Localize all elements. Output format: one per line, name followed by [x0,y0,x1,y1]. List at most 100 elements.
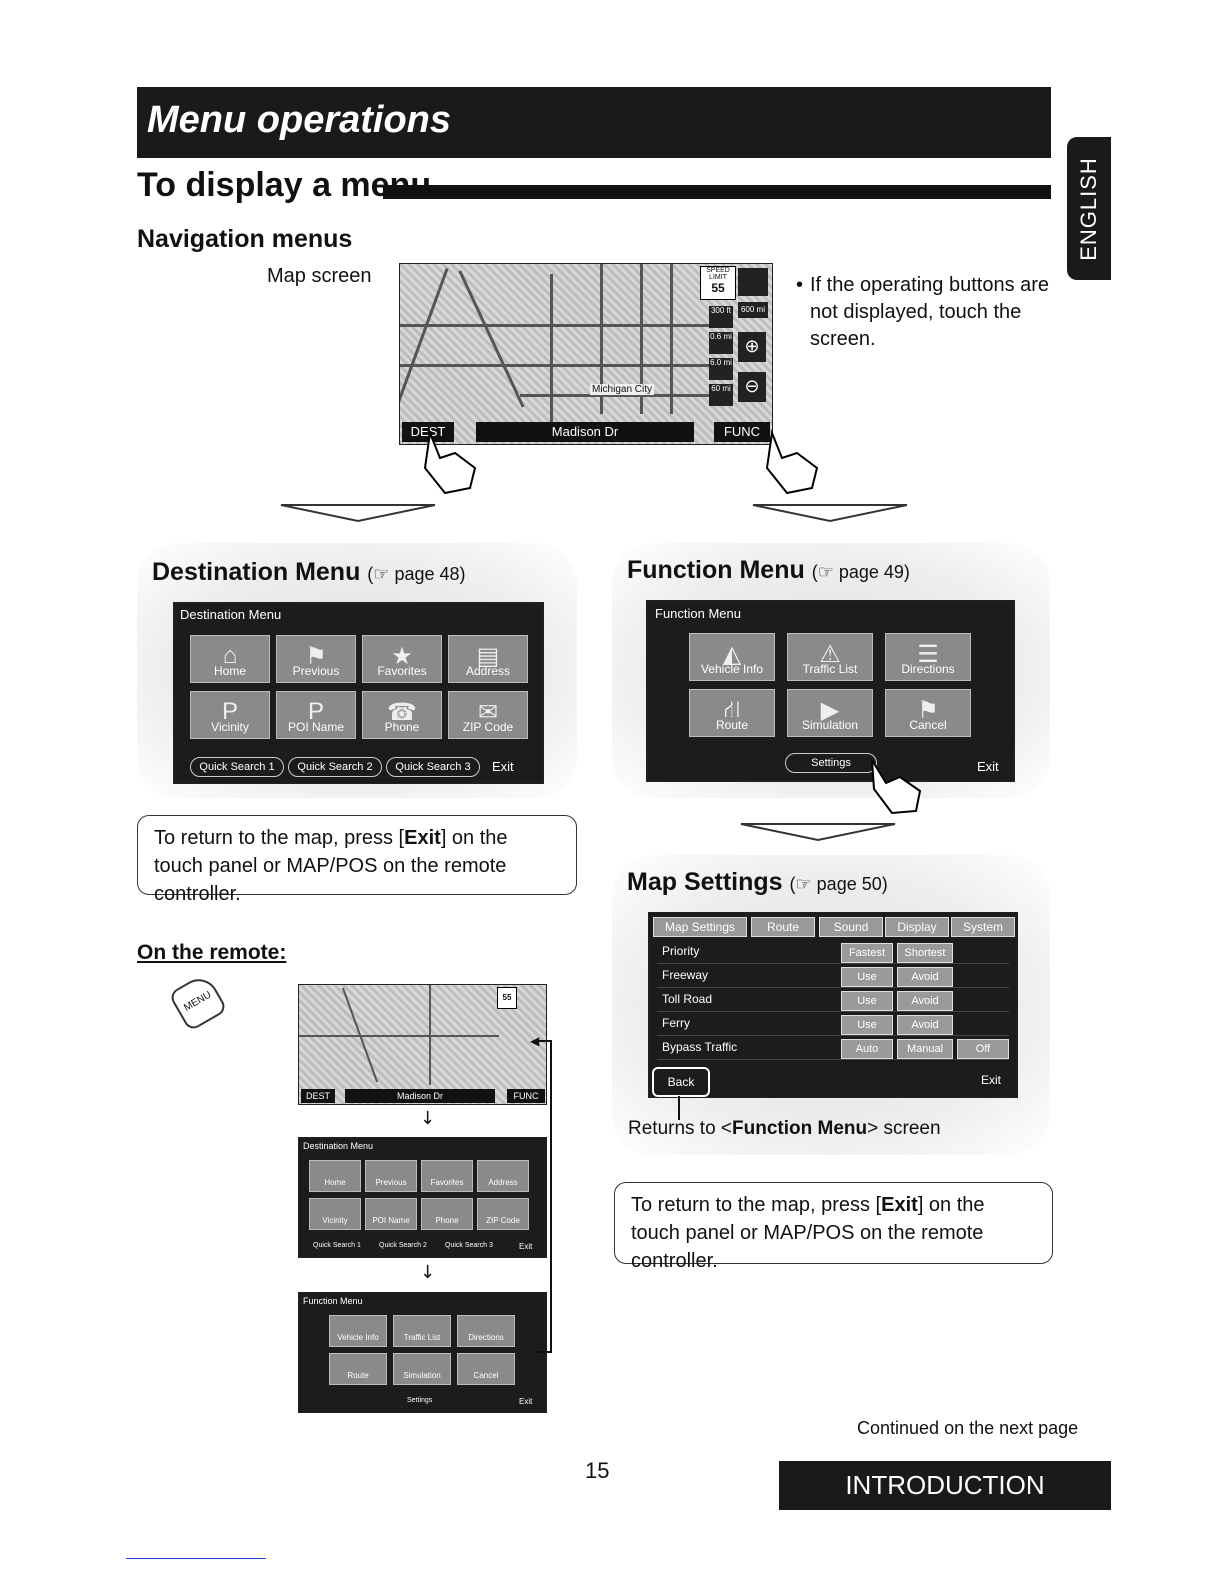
favorites-button[interactable]: ★Favorites [362,635,442,683]
hand-pointer-icon [871,759,922,815]
arrow-left-icon: ◀ [530,1034,540,1048]
flag-icon: ⚑ [917,697,939,724]
bypass-auto-button[interactable]: Auto [841,1039,893,1059]
map-road [400,364,710,367]
exit-button[interactable]: Exit [981,1073,1002,1087]
map-road [640,264,643,414]
traffic-list-button[interactable]: ⚠Traffic List [787,633,873,681]
previous-button[interactable]: ⚑Previous [276,635,356,683]
scale-button-3[interactable]: 6.0 mi [709,358,733,380]
cancel-button[interactable]: ⚑Cancel [885,689,971,737]
back-caption: Returns to <Function Menu> screen [628,1118,941,1139]
poi-icon: P [307,698,325,725]
city-label: Michigan City [590,384,655,395]
toll-use-button[interactable]: Use [841,991,893,1011]
list-icon: ☰ [917,641,939,668]
arrow-down-icon [740,823,896,842]
setting-row-ferry: Ferry Use Avoid [657,1013,1009,1036]
setting-row-priority: Priority Fastest Shortest [657,941,1009,964]
dest-button[interactable]: DEST [402,422,454,442]
tab-route[interactable]: Route [751,917,815,937]
callout-line [678,1096,680,1120]
home-button[interactable]: ⌂Home [190,635,270,683]
hint-text: •If the operating buttons are not displa… [796,274,1050,350]
screen-title: Function Menu [655,606,741,621]
map-settings-heading: Map Settings (☞ page 50) [627,868,888,896]
tab-display[interactable]: Display [885,917,949,937]
return-note-left: To return to the map, press [Exit] on th… [137,815,577,905]
directions-button[interactable]: ☰Directions [885,633,971,681]
quick-search-2-button[interactable]: Quick Search 2 [288,757,382,777]
page-number: 15 [585,1458,610,1483]
freeway-use-button[interactable]: Use [841,967,893,987]
return-note-right: To return to the map, press [Exit] on th… [614,1182,1053,1272]
screen-title: Destination Menu [180,607,282,622]
zip-code-button[interactable]: ✉ZIP Code [448,691,528,739]
arrow-down-icon [752,504,908,523]
vehicle-info-button[interactable]: ◭Vehicle Info [689,633,775,681]
exit-button[interactable]: Exit [977,759,999,774]
subsection-title: Navigation menus [137,225,353,253]
map-road [400,268,449,410]
section-rule [383,185,1051,199]
tab-system[interactable]: System [951,917,1015,937]
phone-icon: ☎ [387,699,417,726]
small-map-screen: 55 DEST Madison Dr FUNC [298,984,547,1105]
map-settings-screen: Map Settings Route Sound Display System … [648,912,1018,1098]
setting-row-toll-road: Toll Road Use Avoid [657,989,1009,1012]
phone-button[interactable]: ☎Phone [362,691,442,739]
fastest-button[interactable]: Fastest [841,943,893,963]
scale-button-4[interactable]: 60 mi [709,384,733,406]
setting-row-freeway: Freeway Use Avoid [657,965,1009,988]
scale-button-2[interactable]: 0.6 mi [709,332,733,354]
destination-menu-heading: Destination Menu (☞ page 48) [152,558,466,586]
quick-search-1-button[interactable]: Quick Search 1 [190,757,284,777]
ferry-avoid-button[interactable]: Avoid [897,1015,953,1035]
north-icon[interactable] [738,268,768,296]
small-destination-screen: Destination Menu Home Previous Favorites… [298,1137,547,1258]
arrow-down-icon [280,504,436,523]
exit-button[interactable]: Exit [492,759,514,774]
function-menu-screen: Function Menu ◭Vehicle Info ⚠Traffic Lis… [646,600,1015,782]
bypass-manual-button[interactable]: Manual [897,1039,953,1059]
zoom-out-icon[interactable]: ⊖ [738,372,766,402]
bypass-off-button[interactable]: Off [957,1039,1009,1059]
map-road [550,274,553,424]
back-button[interactable]: Back [652,1067,710,1097]
street-name-bar: Madison Dr [476,422,694,442]
flag-icon: ⚑ [305,643,327,670]
shortest-button[interactable]: Shortest [897,943,953,963]
map-pin-icon: ✉ [477,699,499,726]
section-title: To display a menu [137,166,432,204]
menu-key-icon[interactable]: MENU [167,971,229,1033]
setting-row-bypass-traffic: Bypass Traffic Auto Manual Off [657,1037,1009,1060]
section-footer: INTRODUCTION [779,1461,1111,1510]
freeway-avoid-button[interactable]: Avoid [897,967,953,987]
vehicle-icon: ◭ [722,641,742,668]
route-button[interactable]: ⛙Route [689,689,775,737]
toll-avoid-button[interactable]: Avoid [897,991,953,1011]
zoom-in-icon[interactable]: ⊕ [738,332,766,362]
play-icon: ▶ [820,697,840,724]
quick-search-3-button[interactable]: Quick Search 3 [386,757,480,777]
home-icon: ⌂ [222,642,238,669]
map-road [520,394,710,397]
tab-sound[interactable]: Sound [819,917,883,937]
scale-button-1[interactable]: 300 ft [709,306,733,328]
map-screen-label: Map screen [267,265,372,287]
address-button[interactable]: ▤Address [448,635,528,683]
map-road [400,324,710,327]
small-function-screen: Function Menu Vehicle Info Traffic List … [298,1292,547,1413]
footer-rule [126,1558,266,1559]
simulation-button[interactable]: ▶Simulation [787,689,873,737]
arrow-down-icon: ↓ [420,1262,436,1283]
ferry-use-button[interactable]: Use [841,1015,893,1035]
settings-button[interactable]: Settings [785,753,877,773]
arrow-down-icon: ↓ [420,1108,436,1129]
hand-pointer-icon [765,429,819,495]
tab-map-settings[interactable]: Map Settings [653,917,747,937]
func-button[interactable]: FUNC [714,422,770,442]
